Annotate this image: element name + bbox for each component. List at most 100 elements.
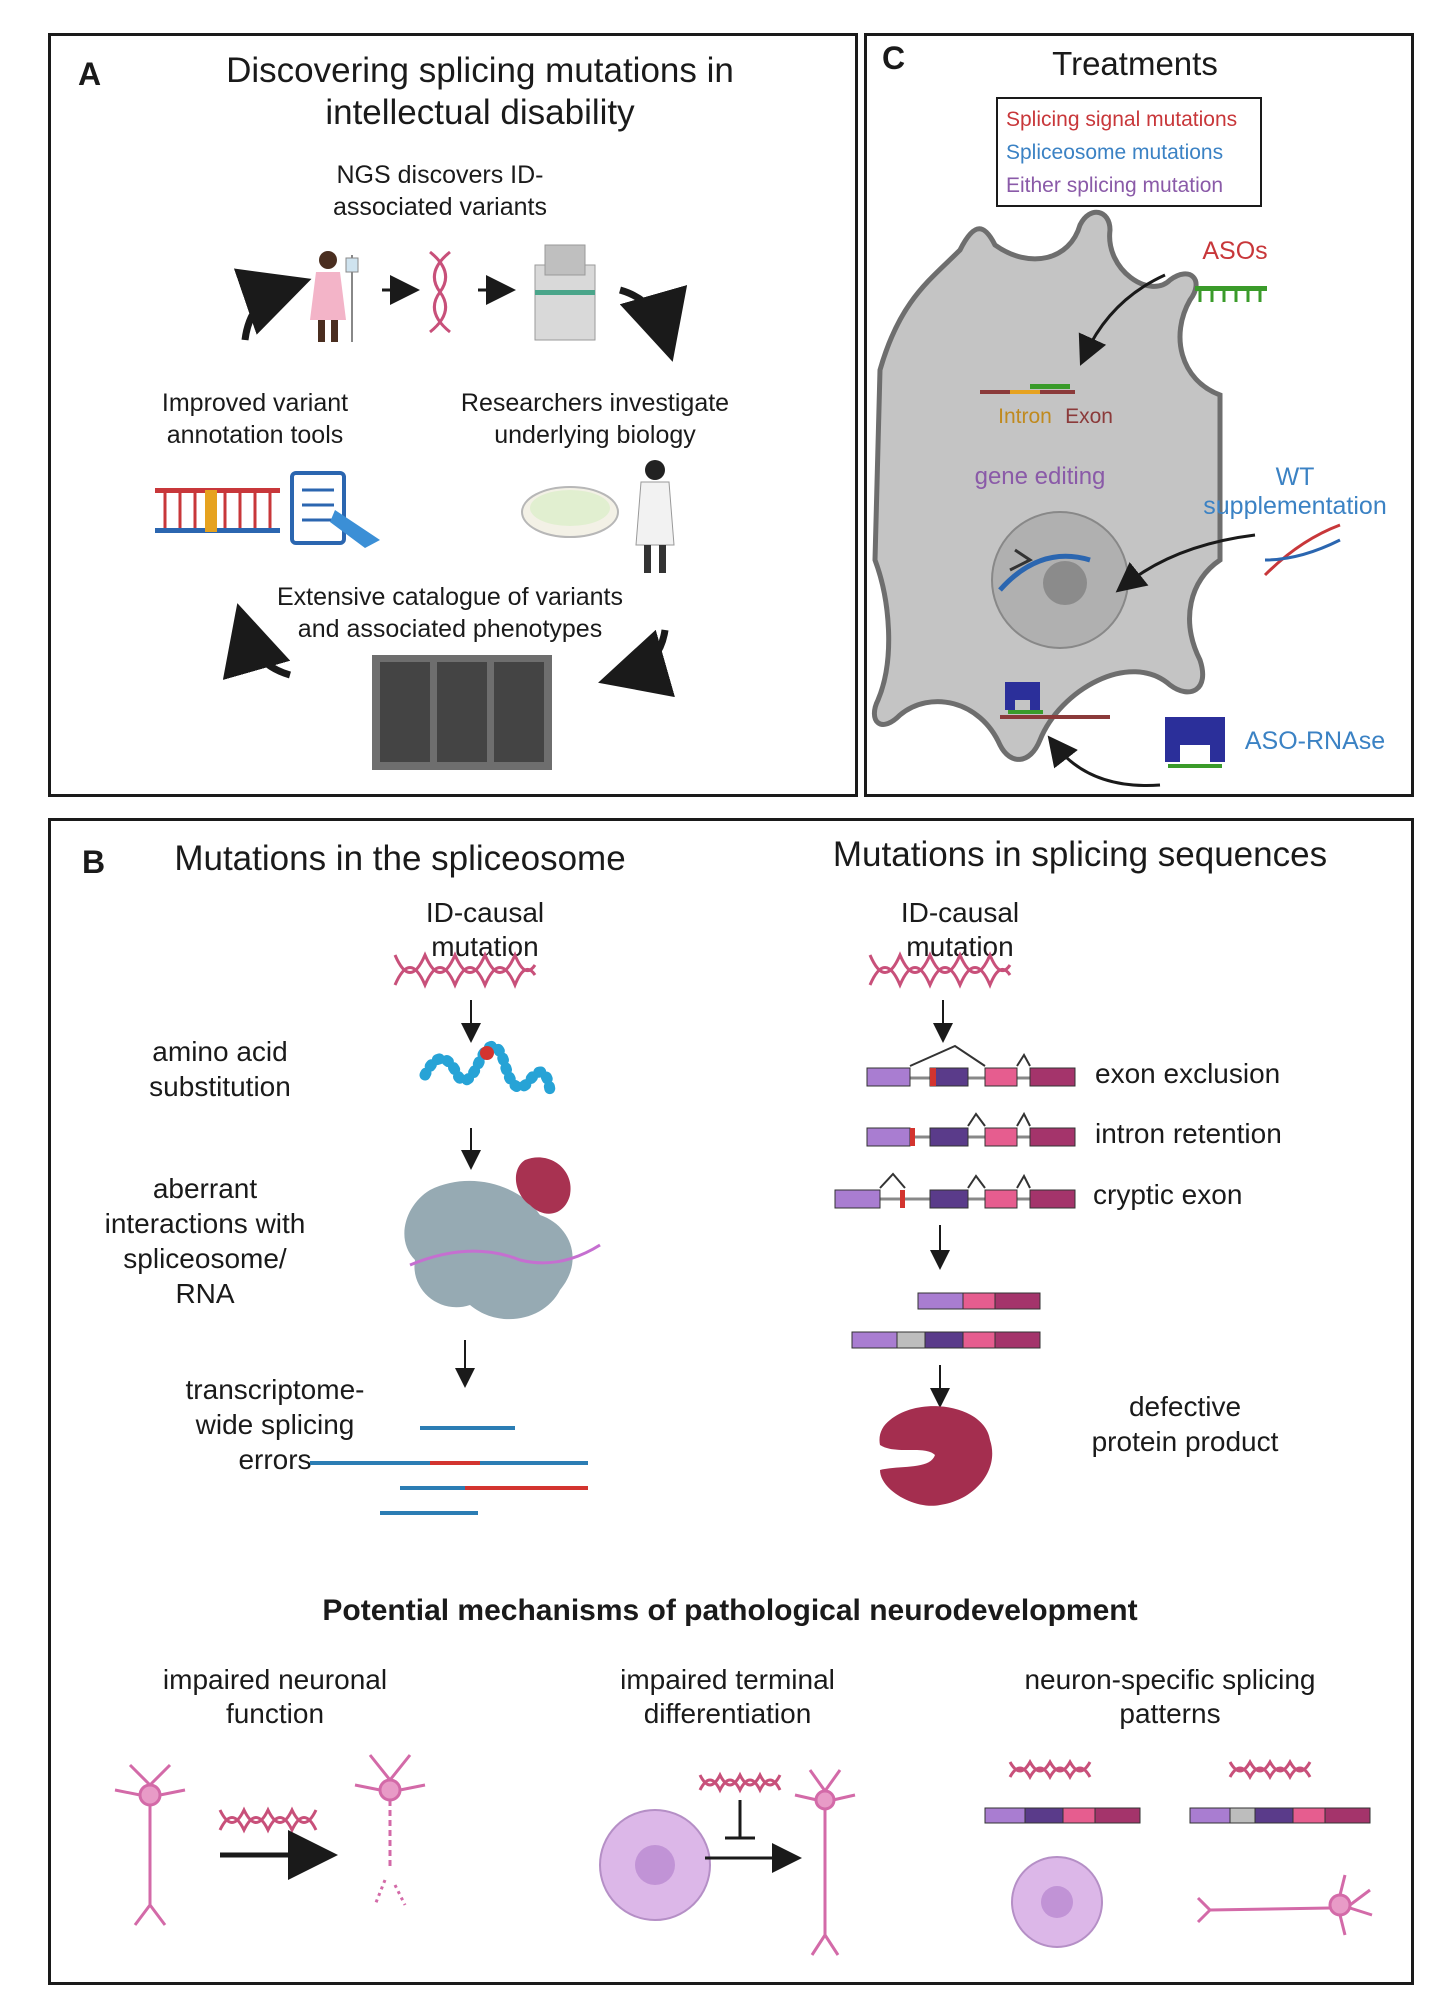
left-dna-icon xyxy=(393,951,537,989)
differentiated-neuron-icon xyxy=(794,1769,856,1956)
mech1-dna-icon xyxy=(218,1806,318,1834)
sequencer-icon xyxy=(534,244,596,341)
dna-ladder-icon xyxy=(155,488,280,533)
mature-transcript-1 xyxy=(917,1292,1041,1310)
mech3-line2: patterns xyxy=(1119,1698,1221,1729)
transcriptome-line1: transcriptome- xyxy=(185,1374,365,1405)
aa-label-line2: substitution xyxy=(149,1071,291,1102)
treatment-legend: Splicing signal mutations Spliceosome mu… xyxy=(996,97,1262,207)
aberrant-line2: interactions with xyxy=(104,1208,306,1239)
patient-icon xyxy=(310,251,359,342)
intron-retention-label: intron retention xyxy=(1095,1118,1282,1149)
wt-dna-icon xyxy=(1263,523,1341,577)
aso-rnase-icon xyxy=(1165,717,1225,768)
neuron-cell-body xyxy=(871,210,1223,762)
wt-arrow xyxy=(1115,533,1256,593)
ngs-label-line1: NGS discovers ID- xyxy=(336,161,544,189)
exon-exclusion-label: exon exclusion xyxy=(1095,1058,1281,1089)
aberrant-line3: spliceosome/ xyxy=(123,1243,287,1274)
defective-protein-icon xyxy=(879,1406,993,1506)
mutant-protein-icon xyxy=(515,1157,571,1214)
defective-line1: defective xyxy=(1128,1391,1242,1422)
panel-a-title-line2: intellectual disability xyxy=(325,93,635,132)
panel-c-letter: C xyxy=(882,40,906,76)
cryptic-exon-transcript xyxy=(834,1172,1076,1209)
mech3-neuron-icon xyxy=(1196,1874,1373,1936)
aso-arrow xyxy=(1078,273,1166,366)
mech2-dna-icon xyxy=(698,1771,782,1794)
right-dna-icon xyxy=(868,951,1012,989)
panel-a-title-line1: Discovering splicing mutations in xyxy=(226,51,734,90)
mech3-dna-left xyxy=(1008,1758,1092,1781)
panel-a xyxy=(48,33,858,797)
tools-label-line1: Improved variant xyxy=(161,389,349,417)
nucleolus xyxy=(1043,561,1087,605)
petri-dish-icon xyxy=(521,486,619,538)
ngs-label-line2: associated variants xyxy=(332,193,547,221)
researcher-icon xyxy=(635,460,675,573)
inhibition-symbol xyxy=(725,1800,755,1840)
research-label-line1: Researchers investigate xyxy=(460,389,730,417)
panel-c xyxy=(864,33,1414,797)
intron-label: Intron xyxy=(998,405,1052,428)
wt-label-line2: supplementation xyxy=(1203,492,1387,520)
mech3-transcript-right xyxy=(1189,1807,1371,1824)
panel-b-letter: B xyxy=(82,844,106,880)
left-title: Mutations in the spliceosome xyxy=(174,839,626,878)
dna-icon xyxy=(429,250,451,334)
transcriptome-line3: errors xyxy=(238,1444,312,1475)
catalogue-label-line2: and associated phenotypes xyxy=(297,615,603,643)
exon-label: Exon xyxy=(1065,405,1113,428)
impaired-neuron-icon xyxy=(354,1754,426,1906)
mech2-line2: differentiation xyxy=(643,1698,812,1729)
aso-rnase-label: ASO-RNAse xyxy=(1244,727,1386,755)
healthy-neuron-icon xyxy=(114,1763,186,1926)
mature-transcript-2 xyxy=(851,1331,1041,1349)
left-causal-line1: ID-causal xyxy=(425,897,545,928)
panel-a-letter: A xyxy=(78,56,102,92)
wt-label-line1: WT xyxy=(1275,463,1315,491)
mech3-line1: neuron-specific splicing xyxy=(1024,1664,1316,1695)
research-label-line2: underlying biology xyxy=(494,421,696,449)
cryptic-exon-label: cryptic exon xyxy=(1093,1179,1243,1210)
server-rack-icon xyxy=(372,655,552,770)
panel-b xyxy=(48,818,1414,1985)
rnase-on-rna-icon xyxy=(1000,682,1110,719)
cycle-arrow-bottom-right xyxy=(598,629,676,698)
mech1-line2: function xyxy=(225,1698,325,1729)
legend-either: Either splicing mutation xyxy=(1006,174,1224,197)
substitution-dot xyxy=(480,1046,494,1060)
asos-label: ASOs xyxy=(1202,237,1268,265)
aso-icon xyxy=(1195,286,1267,302)
legend-spliceosome: Spliceosome mutations xyxy=(1006,141,1224,164)
edited-dna-icon xyxy=(998,553,1091,592)
transcriptome-line2: wide splicing xyxy=(195,1409,355,1440)
protein-chain-icon xyxy=(419,1040,556,1096)
catalogue-label-line1: Extensive catalogue of variants xyxy=(276,583,624,611)
tools-label-line2: annotation tools xyxy=(166,421,344,449)
legend-splicing-signal: Splicing signal mutations xyxy=(1006,108,1238,131)
intron-retention-transcript xyxy=(866,1111,1076,1147)
right-causal-line1: ID-causal xyxy=(900,897,1020,928)
spliceosome-icon xyxy=(404,1180,573,1320)
cycle-arrow-top-right xyxy=(618,284,688,362)
mechanisms-title: Potential mechanisms of pathological neu… xyxy=(322,1594,1138,1627)
progenitor-nucleus xyxy=(635,1845,675,1885)
mech3-progenitor-nucleus xyxy=(1041,1886,1073,1918)
gene-editing-label: gene editing xyxy=(974,463,1106,490)
cycle-arrow-bottom-left xyxy=(222,603,292,681)
aberrant-line1: aberrant xyxy=(152,1173,258,1204)
rnase-arrow xyxy=(1047,735,1161,787)
mech2-line1: impaired terminal xyxy=(620,1664,835,1695)
checklist-icon xyxy=(290,471,380,548)
intron-exon-rna xyxy=(980,384,1075,394)
transcript-reads xyxy=(310,1426,588,1515)
aa-label-line1: amino acid xyxy=(152,1036,288,1067)
panel-c-title: Treatments xyxy=(1052,45,1218,82)
aberrant-line4: RNA xyxy=(175,1278,235,1309)
mech3-transcript-left xyxy=(984,1807,1141,1824)
mech3-dna-right xyxy=(1228,1758,1312,1781)
